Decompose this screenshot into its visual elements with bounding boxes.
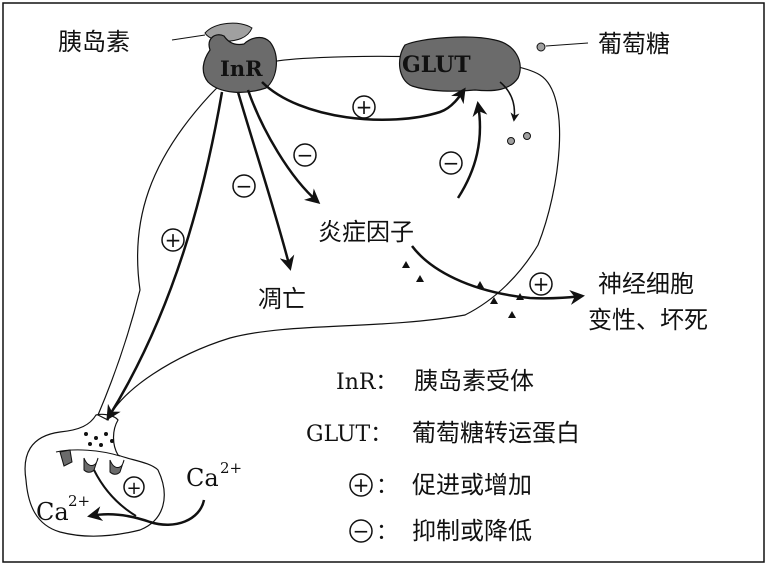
legend-minus-text: 抑制或降低 — [412, 517, 532, 545]
cytokine-markers — [402, 261, 524, 318]
legend-glut-text: 葡萄糖转运蛋白 — [412, 419, 580, 447]
svg-text:−: − — [297, 143, 314, 167]
glucose-entry-arrow — [499, 81, 520, 122]
sign-plus-calcium: + — [123, 476, 145, 499]
legend-minus-sign: − — [353, 519, 370, 543]
svg-text:−: − — [236, 174, 253, 198]
inr-receptor — [202, 34, 277, 93]
calcium-channels — [59, 449, 125, 475]
arrow-channel-down — [93, 469, 137, 517]
sign-plus-neuron: + — [529, 272, 553, 296]
neuron-label-line2: 变性、坏死 — [588, 306, 708, 334]
svg-text:+: + — [356, 95, 373, 119]
synapse-terminal — [24, 413, 165, 537]
sign-plus-synapse: + — [161, 228, 185, 252]
glucose-label: 葡萄糖 — [598, 30, 670, 58]
sign-minus-inflammatory: − — [293, 143, 317, 167]
ca-top-sup: 2+ — [220, 459, 242, 477]
sign-minus-glut: − — [439, 151, 463, 175]
glucose-leader — [545, 42, 589, 47]
legend-plus-sign: + — [353, 473, 370, 497]
glucose-inside — [507, 132, 531, 145]
svg-text:−: − — [443, 151, 460, 175]
vesicle-dots — [84, 432, 114, 447]
sign-plus-glut: + — [352, 95, 376, 119]
glut-label: GLUT — [402, 52, 471, 78]
legend-minus-key: ： — [376, 520, 398, 545]
legend-minus-symbol — [349, 519, 373, 543]
insulin-label: 胰岛素 — [58, 28, 130, 56]
ca-left-sup: 2+ — [68, 492, 90, 510]
synaptic-cleft — [55, 449, 121, 457]
cell-membrane — [97, 55, 561, 421]
arrow-inr-to-glut — [261, 81, 466, 122]
glut-transporter — [398, 36, 521, 92]
arrow-calcium — [87, 499, 206, 527]
arrow-inflammatory-to-glut — [456, 101, 488, 199]
insulin-leader — [171, 34, 206, 41]
legend-inr-text: 胰岛素受体 — [414, 367, 534, 395]
svg-text:+: + — [126, 478, 141, 499]
legend: InR： 胰岛素受体 GLUT： 葡萄糖转运蛋白 + ： 促进或增加 − ： 抑… — [306, 367, 580, 545]
arrow-inr-to-apoptosis — [236, 91, 295, 271]
arrow-inr-to-synapse — [106, 91, 224, 421]
inflammatory-label: 炎症因子 — [318, 218, 414, 246]
legend-plus-symbol — [349, 473, 373, 497]
legend-inr-key: InR： — [336, 370, 397, 395]
legend-plus-text: 促进或增加 — [412, 471, 532, 499]
sign-minus-apoptosis: − — [232, 174, 256, 198]
ca-top-label: Ca — [186, 464, 219, 492]
legend-glut-key: GLUT： — [306, 422, 392, 447]
glucose-molecule — [536, 42, 546, 52]
inr-label: InR — [220, 56, 263, 81]
arrow-inflammatory-to-neuron — [411, 245, 585, 305]
svg-text:+: + — [165, 228, 182, 252]
neuron-label-line1: 神经细胞 — [598, 270, 694, 298]
apoptosis-label: 凋亡 — [258, 285, 306, 313]
ca-left-label: Ca — [36, 498, 69, 526]
legend-plus-key: ： — [376, 474, 398, 499]
arrow-inr-to-inflammatory — [246, 89, 321, 204]
svg-text:+: + — [533, 272, 550, 296]
